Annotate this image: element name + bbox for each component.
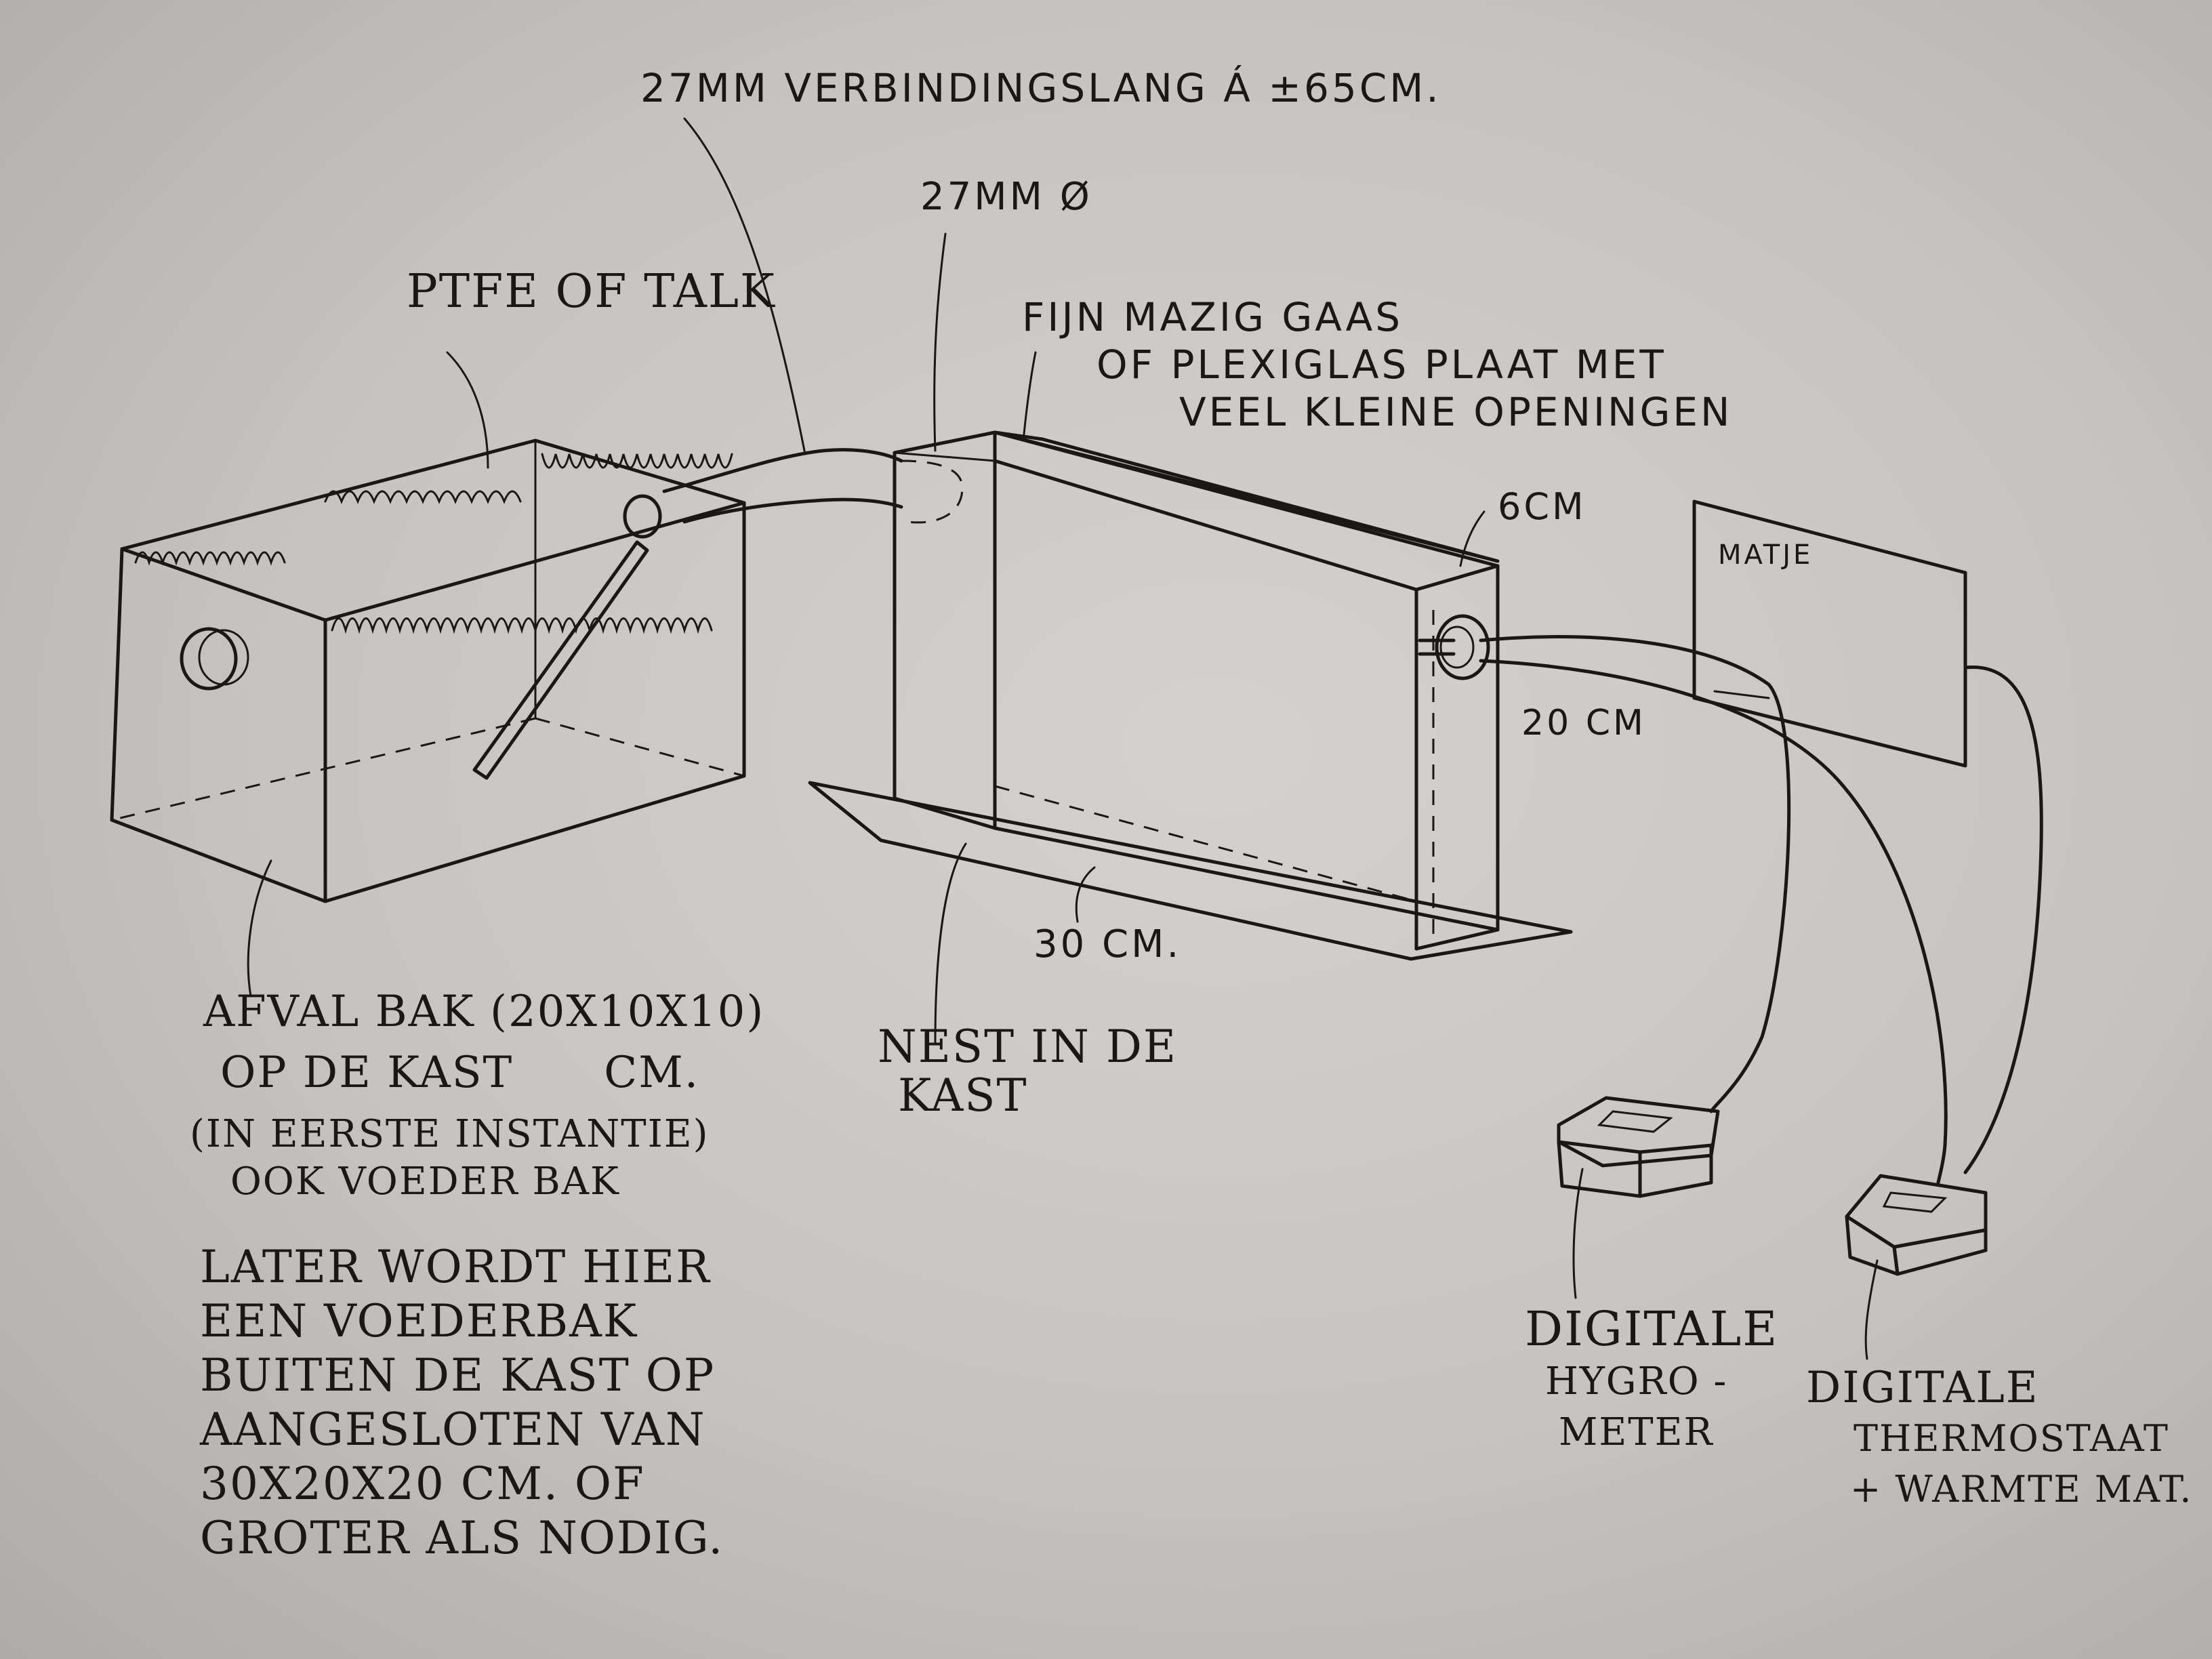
nest-left-face xyxy=(893,430,997,830)
nest-label-line1: Nest in de xyxy=(878,1021,1178,1073)
waste-label-line4: ook voeder bak xyxy=(230,1160,620,1204)
waste-box-front-face xyxy=(110,547,327,903)
thermostat-label-line2: thermostaat xyxy=(1853,1417,2169,1460)
nest-end-face xyxy=(1414,564,1500,951)
waste-box-ramp xyxy=(472,540,649,780)
waste-box-hole xyxy=(180,627,238,691)
hygrometer-label-line1: Digitale xyxy=(1525,1301,1779,1357)
connecting-hose xyxy=(662,448,964,524)
hygrometer-label-line3: meter xyxy=(1559,1410,1714,1454)
leader-lines xyxy=(247,117,1879,1360)
waste-box xyxy=(110,438,746,903)
waste-label-line2: op de kast cm. xyxy=(220,1048,700,1098)
dim-20cm-label: 20 cm xyxy=(1521,703,1646,743)
gauze-label-line1: Fijn mazig gaas xyxy=(1022,294,1404,340)
later-label-line6: groter als nodig. xyxy=(200,1512,724,1564)
later-label-line4: aangesloten van xyxy=(200,1404,706,1456)
thermostat-label-line3: + warmte mat. xyxy=(1850,1468,2193,1511)
later-label-line1: Later wordt hier xyxy=(200,1241,711,1293)
ptfe-label: Ptfe of talk xyxy=(407,265,776,319)
later-label-line5: 30x20x20 cm. of xyxy=(200,1458,645,1510)
hose-inlet-hole xyxy=(623,494,662,539)
dim-6cm-label: 6cm xyxy=(1498,485,1586,528)
sensor-cables xyxy=(1479,635,2043,1185)
diameter-label: 27mm ø xyxy=(920,175,1092,219)
thermostat-display xyxy=(1882,1191,1948,1213)
hygrometer-device xyxy=(1557,1096,1720,1198)
later-label-line3: buiten de kast op xyxy=(200,1349,716,1401)
gauze-label-line2: of plexiglas plaat met xyxy=(1097,342,1666,388)
nest-base-plate xyxy=(808,781,1573,961)
nest-box xyxy=(808,430,1573,961)
thermostat-device xyxy=(1845,1174,1988,1276)
waste-label-line3: (in eerste instantie) xyxy=(190,1112,710,1156)
thermostat-label-line1: Digitale xyxy=(1806,1363,2039,1413)
heating-mat xyxy=(1692,499,1967,768)
dim-30cm-label: 30 cm. xyxy=(1033,922,1182,966)
later-label-line2: een voederbak xyxy=(200,1295,638,1347)
nest-side-port xyxy=(1435,614,1490,680)
hygrometer-label-line2: hygro - xyxy=(1545,1359,1728,1404)
hose-label: 27mm verbindingslang á ±65cm. xyxy=(640,65,1441,111)
waste-label-line1: Afval bak (20x10x10) xyxy=(203,987,765,1037)
hygrometer-display xyxy=(1597,1110,1673,1133)
nest-label-line2: kast xyxy=(898,1069,1028,1122)
gauze-label-line3: veel kleine openingen xyxy=(1179,389,1733,435)
mat-label: Matje xyxy=(1718,539,1814,571)
